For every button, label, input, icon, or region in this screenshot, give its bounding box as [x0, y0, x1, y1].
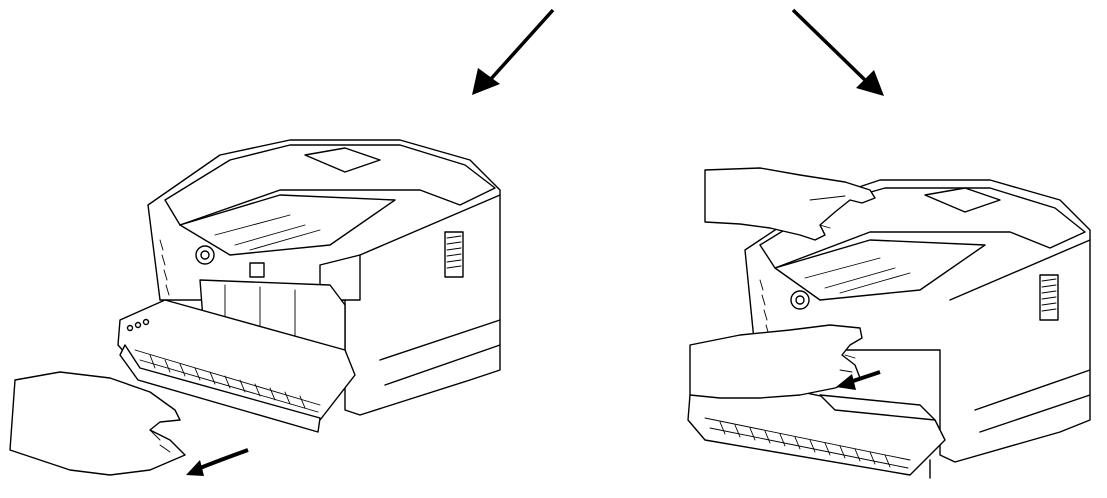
right-pull-arrow-icon: [836, 370, 881, 390]
right-printer-illustration: [687, 167, 1091, 479]
left-vent: [444, 231, 464, 278]
left-printer-illustration: [9, 139, 501, 476]
left-pull-arrow-icon: [186, 448, 249, 476]
right-upper-hand: [704, 167, 876, 241]
right-vent: [1039, 274, 1059, 321]
arrow-down-left-icon: [472, 8, 555, 95]
left-front-cover: [117, 299, 356, 433]
left-hand: [9, 371, 186, 476]
right-lower-hand: [689, 324, 863, 399]
arrow-down-right-icon: [791, 8, 884, 96]
